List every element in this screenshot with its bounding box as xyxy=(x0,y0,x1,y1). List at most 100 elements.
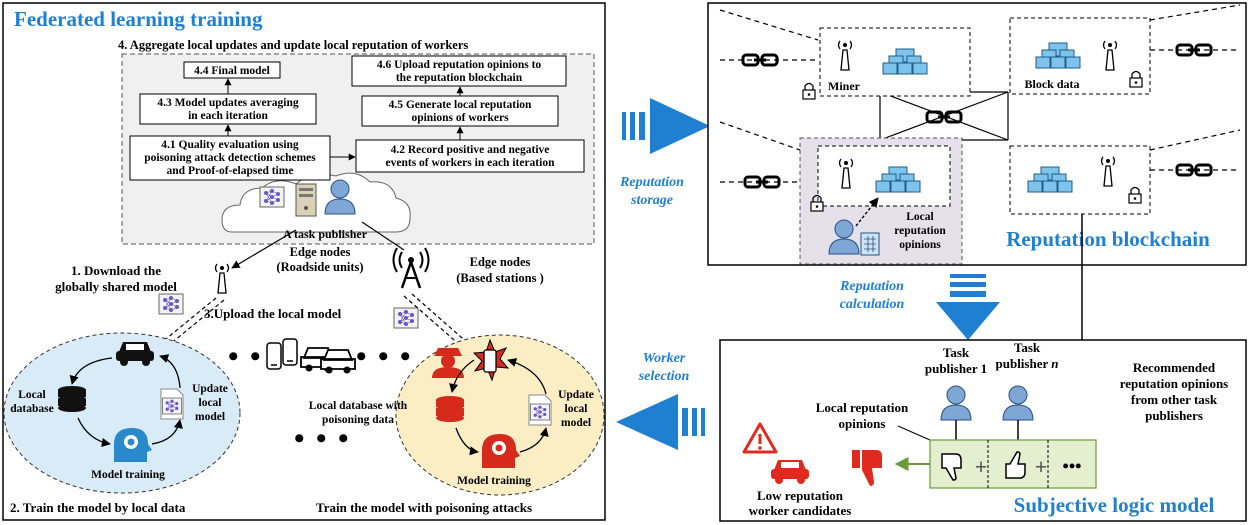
update-doc-icon xyxy=(160,388,184,420)
step-4-2-line1: 4.2 Record positive and negative xyxy=(391,144,550,156)
edge-rsu-label-2: (Roadside units) xyxy=(276,260,363,274)
right-cluster-caption: Train the model with poisoning attacks xyxy=(316,500,532,515)
step-4-6-line2: the reputation blockchain xyxy=(396,72,523,84)
local-rep-opinions-1: Local reputation xyxy=(816,400,909,415)
publisher-server-icon xyxy=(295,183,317,217)
edge-bs-label-1: Edge nodes xyxy=(470,255,531,269)
tpn-label-1: Task xyxy=(1014,340,1041,355)
cycle-arrow-4 xyxy=(159,354,181,389)
recommended-label-3: from other task xyxy=(1131,392,1218,407)
fourth-node-box xyxy=(1009,145,1151,215)
storage-label-1: Reputation xyxy=(619,175,684,190)
plus-icon-1: + xyxy=(975,454,988,479)
step-4-1-line1: 4.1 Quality evaluation using xyxy=(161,139,299,151)
tp1-label-1: Task xyxy=(943,345,970,360)
local-rep-opinions-2: opinions xyxy=(839,416,886,431)
selection-label-2: selection xyxy=(638,369,690,384)
update-label-3: model xyxy=(195,411,225,423)
step-4-5-line2: opinions of workers xyxy=(411,112,509,124)
poison-cycle-4 xyxy=(507,358,547,395)
low-rep-label-1: Low reputation xyxy=(757,488,844,503)
subjective-panel-title: Subjective logic model xyxy=(1014,493,1215,517)
base-station-icon xyxy=(392,247,430,289)
thumbs-up-outline-icon xyxy=(1005,451,1026,479)
recommended-label-4: publishers xyxy=(1145,408,1203,423)
update-label-1: Update xyxy=(192,383,228,395)
poison-cycle-3 xyxy=(519,427,549,453)
model-training-label: Model training xyxy=(91,469,165,481)
poison-update-label-3: model xyxy=(561,417,591,429)
step-4-4-box xyxy=(183,61,281,79)
worker-selection-arrow xyxy=(616,394,705,450)
poison-cycle-1 xyxy=(449,359,475,393)
publisher-rsu-link xyxy=(231,229,297,269)
local-rep-label-2: reputation xyxy=(894,225,946,237)
local-db-label-2: database xyxy=(10,403,53,415)
low-rep-label-2: worker candidates xyxy=(749,503,852,518)
edge-bs-label-2: (Based stations ) xyxy=(456,271,544,285)
edge-rsu-label-1: Edge nodes xyxy=(290,245,351,259)
plus-icon-2: + xyxy=(1035,454,1048,479)
calc-label-2: calculation xyxy=(840,297,905,312)
poisoned-database-icon xyxy=(436,396,464,422)
poison-update-label-1: Update xyxy=(558,389,594,401)
local-database-icon xyxy=(58,386,86,412)
calc-label-1: Reputation xyxy=(839,279,904,294)
tp1-label-2: publisher 1 xyxy=(925,361,987,376)
tpn-label-2: publisher n xyxy=(996,356,1059,371)
download-label-2: globally shared model xyxy=(55,279,177,294)
car-outline-icon-2 xyxy=(320,349,356,374)
cycle-arrow-2 xyxy=(77,417,111,448)
miner-label: Miner xyxy=(828,79,861,93)
local-db-label-1: Local xyxy=(18,389,45,401)
recommended-label-1: Recommended xyxy=(1133,360,1216,375)
local-rep-label-3: opinions xyxy=(899,239,941,251)
poison-db-label-2: poisoning data xyxy=(322,414,394,426)
poison-update-doc-icon xyxy=(528,394,552,426)
cycle-arrow-1 xyxy=(69,357,113,385)
storage-label-2: storage xyxy=(630,193,673,208)
step-4-3-line1: 4.3 Model updates averaging xyxy=(157,97,298,109)
thumbs-down-red-icon xyxy=(852,450,882,486)
step-4-1-line3: and Proof-of-elapsed time xyxy=(167,165,294,177)
step-4-2-box xyxy=(355,139,585,173)
phone-icon-2 xyxy=(282,338,298,366)
block-data-label: Block data xyxy=(1024,77,1079,91)
step-4-1-box xyxy=(129,135,331,181)
download-nn-icon xyxy=(158,293,184,315)
step-4-5-line1: 4.5 Generate local reputation xyxy=(389,99,532,111)
warning-icon xyxy=(742,422,778,454)
step-4-5-box xyxy=(361,95,559,127)
reputation-storage-arrow xyxy=(622,98,710,154)
publisher-bs-link xyxy=(361,221,405,251)
bar-ellipsis: ••• xyxy=(1063,456,1082,476)
local-node-doc-icon xyxy=(860,232,880,256)
local-training-cluster xyxy=(3,332,241,494)
step-4-1-line2: poisoning attack detection schemes xyxy=(144,152,316,164)
step-4-3-line2: in each iteration xyxy=(188,110,268,122)
low-reputation-car-icon xyxy=(771,460,809,484)
step-4-6-box xyxy=(351,55,567,87)
subjective-panel xyxy=(719,339,1247,522)
download-label-1: 1. Download the xyxy=(71,263,161,278)
upload-label: 3.Upload the local model xyxy=(204,306,342,321)
selection-label-1: Worker xyxy=(643,351,686,366)
poison-update-label-2: local xyxy=(565,403,588,415)
blockchain-panel-title: Reputation blockchain xyxy=(1006,227,1210,251)
lower-dots: • • • xyxy=(294,422,351,455)
aggregate-header: 4. Aggregate local updates and update lo… xyxy=(118,38,468,52)
poison-db-label-1: Local database with xyxy=(309,400,408,412)
local-node-upload-arrow xyxy=(855,197,879,227)
step-4-4: 4.4 Final model xyxy=(194,65,270,77)
block-data-node-box xyxy=(1009,17,1151,95)
step-4-6-line1: 4.6 Upload reputation opinions to xyxy=(377,59,542,71)
middle-dots-2: • • • xyxy=(356,340,413,373)
step-4-2-line2: events of workers in each iteration xyxy=(386,157,556,169)
update-label-2: local xyxy=(199,397,222,409)
fl-panel-title: Federated learning training xyxy=(14,7,263,31)
task-publisher-label: A task publisher xyxy=(283,227,368,241)
thumbs-down-outline-icon xyxy=(941,453,962,481)
phone-icon-1 xyxy=(266,342,282,370)
attack-phone-icon xyxy=(472,338,510,382)
blockchain-panel xyxy=(707,2,1247,266)
